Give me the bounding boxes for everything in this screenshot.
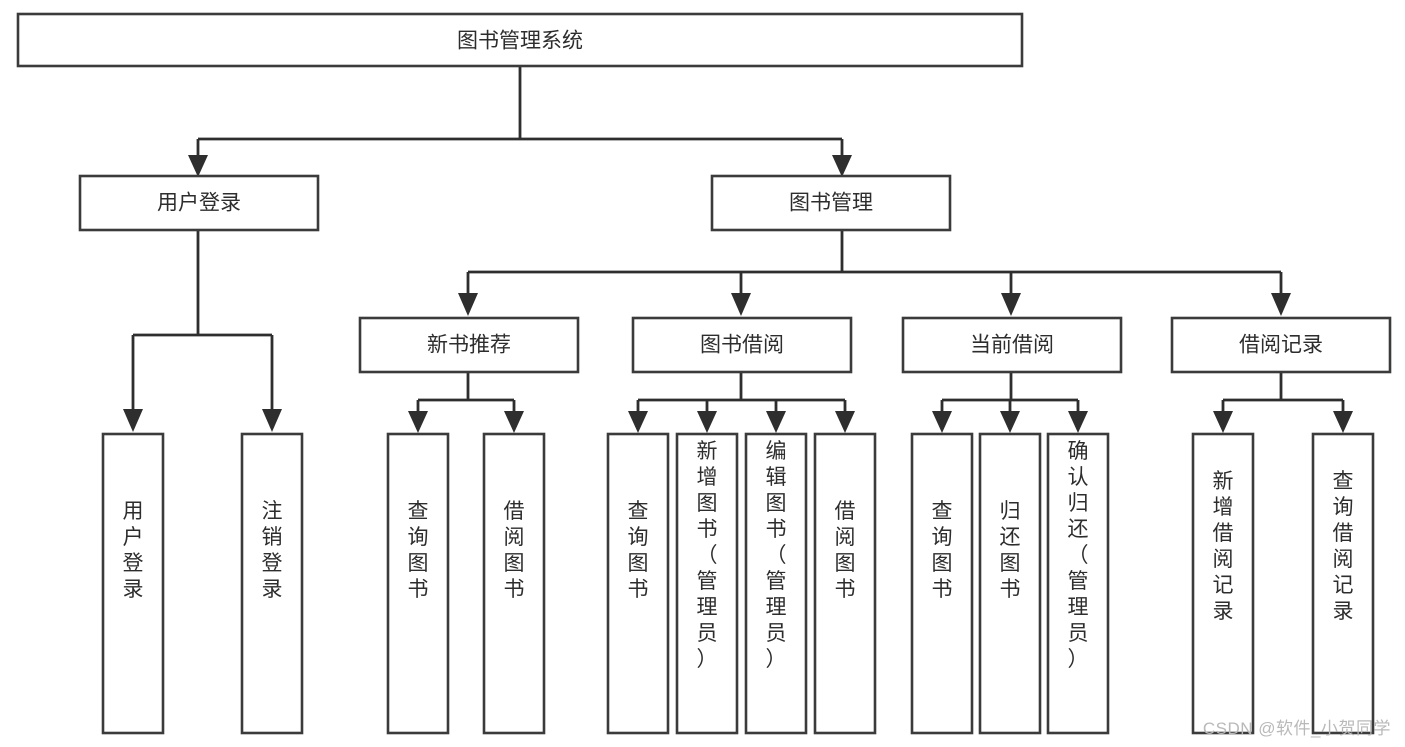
node-leaf-query-book-1-label: 查询图书 (408, 500, 429, 601)
node-leaf-query-book-3-box[interactable] (910, 432, 974, 735)
arrowhead-bookmgmt-to-current (1001, 293, 1021, 316)
node-leaf-return-book-label: 归还图书 (1000, 500, 1021, 601)
node-book-borrow-box[interactable] (631, 316, 853, 374)
connector-layer (123, 66, 1353, 433)
node-leaf-borrow-book-1-label: 借阅图书 (504, 500, 525, 601)
node-book-management[interactable]: 图书管理 (710, 174, 952, 232)
arrowhead-bookmgmt-to-record (1271, 293, 1291, 316)
node-user-login[interactable]: 用户登录 (78, 174, 320, 232)
node-leaf-edit-book-admin-box[interactable] (744, 432, 808, 735)
arrowhead-current-leaf2 (1000, 411, 1020, 433)
arrowhead-user-leaf1 (123, 409, 143, 432)
node-leaf-add-borrow-record-box[interactable] (1191, 432, 1255, 735)
node-borrow-record-box[interactable] (1170, 316, 1392, 374)
node-leaf-query-book-3-label: 查询图书 (932, 500, 953, 601)
node-leaf-user-login[interactable]: 用户登录 (101, 432, 165, 735)
arrowhead-borrow-leaf4 (835, 411, 855, 433)
node-leaf-edit-book-admin-label: 编辑图书（管理员） (766, 440, 787, 671)
node-leaf-add-book-admin-box[interactable] (675, 432, 739, 735)
node-leaf-borrow-book-2-box[interactable] (813, 432, 877, 735)
arrowhead-record-leaf2 (1333, 411, 1353, 433)
node-leaf-query-book-2[interactable]: 查询图书 (606, 432, 670, 735)
node-leaf-query-borrow-record[interactable]: 查询借阅记录 (1311, 432, 1375, 735)
node-leaf-return-book-box[interactable] (978, 432, 1042, 735)
node-leaf-add-book-admin[interactable]: 新增图书（管理员） (675, 432, 739, 735)
arrowhead-new-leaf1 (408, 411, 428, 433)
arrowhead-bookmgmt-to-new (458, 293, 478, 316)
node-leaf-edit-book-admin[interactable]: 编辑图书（管理员） (744, 432, 808, 735)
node-book-management-box[interactable] (710, 174, 952, 232)
arrowhead-borrow-leaf1 (628, 411, 648, 433)
node-leaf-confirm-return-admin-label: 确认归还（管理员） (1068, 440, 1089, 671)
node-root-system-box[interactable] (16, 12, 1024, 68)
node-user-login-box[interactable] (78, 174, 320, 232)
arrowhead-record-leaf1 (1213, 411, 1233, 433)
arrowhead-user-leaf2 (262, 409, 282, 432)
node-leaf-add-borrow-record-label: 新增借阅记录 (1213, 470, 1234, 623)
arrowhead-root-to-user (188, 155, 208, 177)
node-borrow-record[interactable]: 借阅记录 (1170, 316, 1392, 374)
node-leaf-logout[interactable]: 注销登录 (240, 432, 304, 735)
node-leaf-borrow-book-2-label: 借阅图书 (835, 500, 856, 601)
node-leaf-query-book-1[interactable]: 查询图书 (386, 432, 450, 735)
csdn-watermark: CSDN @软件_小贺同学 (1202, 719, 1391, 738)
node-leaf-borrow-book-1-box[interactable] (482, 432, 546, 735)
arrowhead-root-to-book (832, 155, 852, 177)
arrowhead-new-leaf2 (504, 411, 524, 433)
node-leaf-borrow-book-1[interactable]: 借阅图书 (482, 432, 546, 735)
node-leaf-add-book-admin-label: 新增图书（管理员） (697, 440, 718, 671)
node-current-borrow-label: 当前借阅 (970, 334, 1054, 357)
node-book-borrow[interactable]: 图书借阅 (631, 316, 853, 374)
node-leaf-confirm-return-admin[interactable]: 确认归还（管理员） (1046, 432, 1110, 735)
node-leaf-query-borrow-record-box[interactable] (1311, 432, 1375, 735)
arrowhead-bookmgmt-to-borrow (731, 293, 751, 316)
node-current-borrow[interactable]: 当前借阅 (901, 316, 1123, 374)
node-leaf-return-book[interactable]: 归还图书 (978, 432, 1042, 735)
node-leaf-query-book-2-box[interactable] (606, 432, 670, 735)
arrowhead-borrow-leaf3 (766, 411, 786, 433)
arrowhead-current-leaf1 (932, 411, 952, 433)
node-leaf-add-borrow-record[interactable]: 新增借阅记录 (1191, 432, 1255, 735)
node-leaf-query-book-2-label: 查询图书 (628, 500, 649, 601)
node-root-system[interactable]: 图书管理系统 (16, 12, 1024, 68)
node-leaf-query-book-3[interactable]: 查询图书 (910, 432, 974, 735)
node-current-borrow-box[interactable] (901, 316, 1123, 374)
node-leaf-user-login-label: 用户登录 (123, 500, 144, 601)
arrowhead-current-leaf3 (1068, 411, 1088, 433)
node-leaf-query-book-1-box[interactable] (386, 432, 450, 735)
node-book-borrow-label: 图书借阅 (700, 334, 784, 357)
node-leaf-query-borrow-record-label: 查询借阅记录 (1333, 470, 1354, 623)
node-new-book-recommend[interactable]: 新书推荐 (358, 316, 580, 374)
node-leaf-borrow-book-2[interactable]: 借阅图书 (813, 432, 877, 735)
node-borrow-record-label: 借阅记录 (1239, 334, 1323, 357)
node-root-system-label: 图书管理系统 (457, 30, 583, 53)
node-leaf-user-login-box[interactable] (101, 432, 165, 735)
node-new-book-recommend-label: 新书推荐 (427, 334, 511, 357)
node-leaf-logout-box[interactable] (240, 432, 304, 735)
node-new-book-recommend-box[interactable] (358, 316, 580, 374)
node-leaf-logout-label: 注销登录 (262, 500, 283, 601)
node-leaf-confirm-return-admin-box[interactable] (1046, 432, 1110, 735)
node-book-management-label: 图书管理 (789, 192, 873, 215)
node-user-login-label: 用户登录 (157, 192, 241, 215)
arrowhead-borrow-leaf2 (697, 411, 717, 433)
